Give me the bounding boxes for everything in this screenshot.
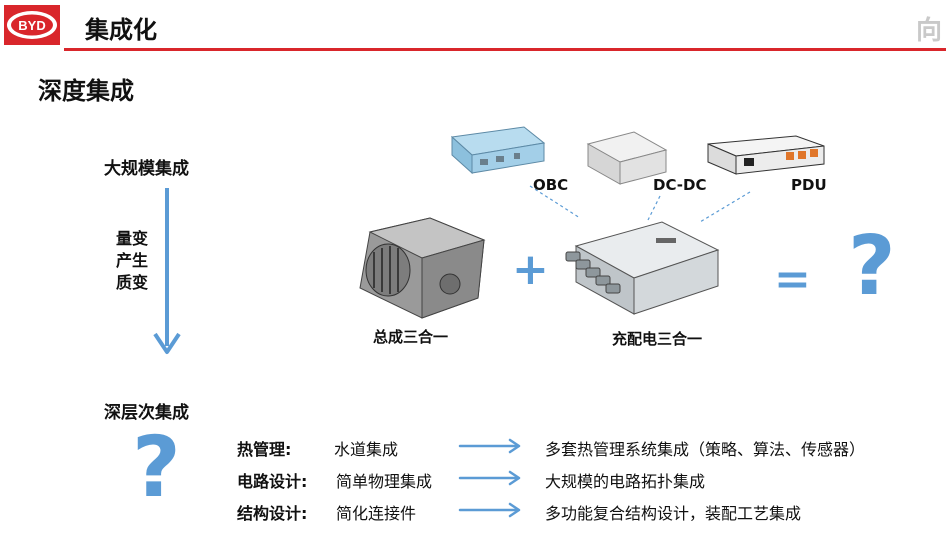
right-arrow-icon: [458, 470, 521, 486]
row-future-circuit: 大规模的电路拓扑集成: [545, 472, 706, 491]
row-arrows: [458, 438, 521, 518]
obc-module-image: [450, 126, 546, 175]
row-key-thermal: 热管理:: [237, 440, 292, 459]
svg-text:BYD: BYD: [18, 18, 45, 33]
dcdc-label: DC-DC: [653, 176, 707, 194]
watermark-text: 向: [916, 16, 943, 46]
pdu-label: PDU: [791, 176, 827, 194]
row-current-structure: 简化连接件: [336, 504, 417, 523]
motor-assembly-image: [359, 217, 486, 319]
right-arrow-icon: [458, 438, 521, 454]
down-arrow-icon: [153, 188, 181, 354]
qty-line: 质变: [115, 273, 148, 292]
right-arrow-icon: [458, 502, 521, 518]
row-future-thermal: 多套热管理系统集成（策略、算法、传感器）: [545, 440, 866, 459]
dcdc-module-image: [586, 131, 668, 185]
qty-line: 量变: [115, 229, 148, 248]
row-current-thermal: 水道集成: [334, 440, 399, 459]
row-future-structure: 多功能复合结构设计，装配工艺集成: [545, 504, 802, 523]
qty-line: 产生: [115, 251, 148, 270]
byd-logo: BYD: [4, 5, 60, 45]
row-key-structure: 结构设计:: [237, 504, 308, 523]
obc-label: OBC: [533, 176, 569, 194]
motor-label: 总成三合一: [373, 328, 449, 346]
page-title: 集成化: [85, 16, 157, 44]
section-subtitle: 深度集成: [38, 77, 134, 105]
plus-sign: +: [512, 244, 549, 295]
row-current-circuit: 简单物理集成: [336, 472, 433, 491]
equals-sign: =: [774, 254, 811, 305]
row-key-circuit: 电路设计:: [237, 472, 308, 491]
quantity-quality-text: 量变 产生 质变: [108, 228, 156, 294]
large-scale-label: 大规模集成: [104, 159, 189, 179]
right-question-mark: ?: [848, 219, 896, 314]
left-question-mark: ?: [132, 418, 181, 516]
pdu-module-image: [707, 135, 825, 175]
charger-label: 充配电三合一: [612, 330, 703, 348]
deep-integration-label: 深层次集成: [104, 403, 189, 423]
charger-assembly-image: [565, 221, 720, 315]
header-divider: [64, 48, 946, 51]
